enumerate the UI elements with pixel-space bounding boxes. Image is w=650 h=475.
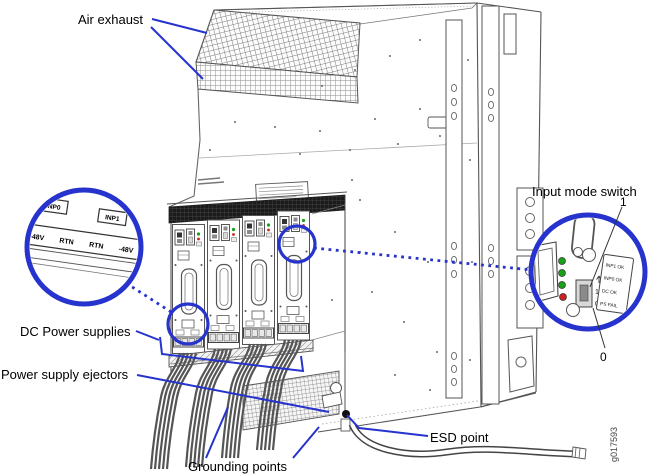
dc-power-supplies-leader (135, 330, 160, 341)
air-exhaust-leader-2 (150, 26, 204, 80)
grounding-points-leader-1 (205, 406, 229, 459)
switch-pos-1-line (589, 206, 623, 288)
legend-inp0-ok: INP0 OK (603, 275, 623, 284)
power-supply-ejectors-leader (136, 374, 330, 413)
inp0-label: INP0 (46, 203, 62, 212)
legend-ps-fail: PS FAIL (600, 301, 619, 309)
ejector-lever (571, 218, 596, 259)
switch-pos-0-label: 0 (600, 350, 607, 364)
inp1-label: INP1 (105, 214, 121, 223)
legend-dc-ok: DC OK (601, 288, 618, 296)
power-supply-ejectors-label: Power supply ejectors (1, 367, 129, 382)
cable-bundle-3 (220, 343, 268, 459)
dc-power-supplies-label: DC Power supplies (20, 324, 131, 339)
dc-power-supplies-bracket (159, 336, 305, 373)
psu-4 (276, 210, 311, 341)
grille-front-band (195, 61, 359, 104)
input-mode-switch-label: Input mode switch (532, 184, 637, 199)
psu-2 (206, 219, 241, 350)
inset-terminals: INP0 INP1 -48V RTN RTN -48V (24, 187, 144, 307)
esd-point-label: ESD point (430, 430, 489, 445)
inset-input-mode-switch: 1 0 INP1 OK INP0 OK DC OK PS FAIL (528, 206, 648, 349)
grounding-cable (348, 422, 587, 460)
terminal-rtn-right: RTN (89, 242, 104, 251)
bottom-area (149, 332, 587, 470)
terminal-neg48v-right: -48V (118, 246, 134, 255)
led-ps-fail (559, 293, 567, 301)
switch-pos-1-label: 1 (620, 195, 627, 209)
psu-switch-highlight-circle (277, 224, 317, 264)
dotted-connector-left (125, 281, 172, 314)
mounting-rails (445, 5, 500, 405)
callout-circles (125, 224, 533, 346)
air-exhaust-grille (195, 9, 361, 104)
terminal-neg48v-left: -48V (29, 233, 45, 242)
psu-1 (171, 223, 206, 355)
cable-bundle-4 (255, 339, 303, 451)
dip-mark-1: 1 (595, 289, 599, 296)
input-mode-dip-switch: 1 0 (575, 275, 602, 308)
esd-point-leader (346, 414, 429, 437)
cable-bundle-2 (184, 348, 233, 468)
chassis-outline (168, 2, 542, 433)
terminal-rtn-left: RTN (59, 238, 74, 247)
psu-3 (241, 214, 276, 346)
figure-labels: Air exhaust Input mode switch DC Power s… (1, 12, 637, 474)
led-inp1-ok (558, 257, 566, 265)
grounding-points-leader-2 (292, 426, 320, 459)
callout-leaders (135, 18, 429, 459)
psu-terminal-highlight-circle (166, 302, 210, 346)
air-exhaust-label: Air exhaust (78, 12, 143, 27)
air-exhaust-leader-1 (151, 18, 208, 34)
led-legend-plate: INP1 OK INP0 OK DC OK PS FAIL (596, 253, 634, 315)
led-dc-ok (558, 281, 566, 289)
status-leds (558, 257, 567, 301)
legend-inp1-ok: INP1 OK (605, 263, 625, 272)
switch-pos-0-line (592, 307, 606, 349)
cable-bundle-1 (149, 352, 198, 470)
terminal-strip (30, 222, 138, 263)
grounding-points-label: Grounding points (188, 459, 288, 474)
figure-id-label: g017593 (609, 427, 619, 462)
led-inp0-ok (558, 269, 566, 277)
breaker-label-inp1 (96, 208, 128, 227)
dotted-connector-right (313, 246, 533, 272)
